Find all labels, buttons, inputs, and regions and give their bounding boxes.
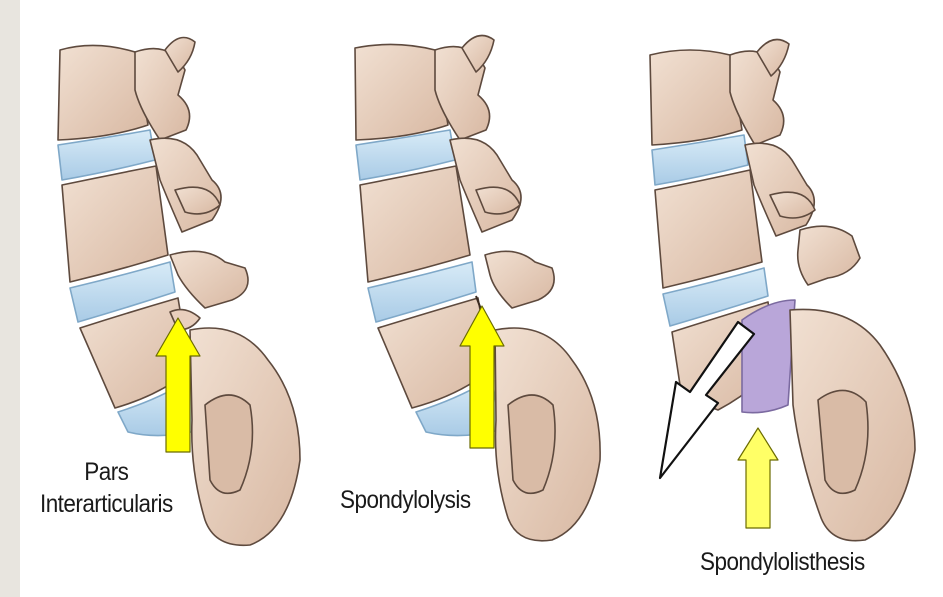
posterior-elements-lower <box>170 251 248 308</box>
panel-spondylolisthesis <box>650 40 915 541</box>
vertebra-l3-body <box>650 50 742 145</box>
sacral-notch <box>508 395 555 493</box>
caption-line-2: Interarticularis <box>40 488 173 520</box>
vertebra-l3-body <box>355 44 448 140</box>
s1-body-purple <box>742 300 795 413</box>
sacral-notch <box>205 395 252 493</box>
yellow-up-arrow <box>738 428 778 528</box>
vertebra-l4-body <box>360 166 470 282</box>
panel-spondylolysis <box>355 36 600 541</box>
posterior-elements-lower <box>798 226 860 285</box>
caption-line-1: Pars <box>40 456 173 488</box>
caption-spondylolysis: Spondylolysis <box>340 484 471 516</box>
vertebra-l4-body <box>655 170 762 288</box>
caption-spondylolisthesis: Spondylolisthesis <box>700 546 865 578</box>
posterior-elements-lower <box>485 251 554 308</box>
sacral-notch <box>818 390 868 493</box>
caption-pars-interarticularis: Pars Interarticularis <box>40 456 173 520</box>
vertebra-l4-body <box>62 166 168 282</box>
